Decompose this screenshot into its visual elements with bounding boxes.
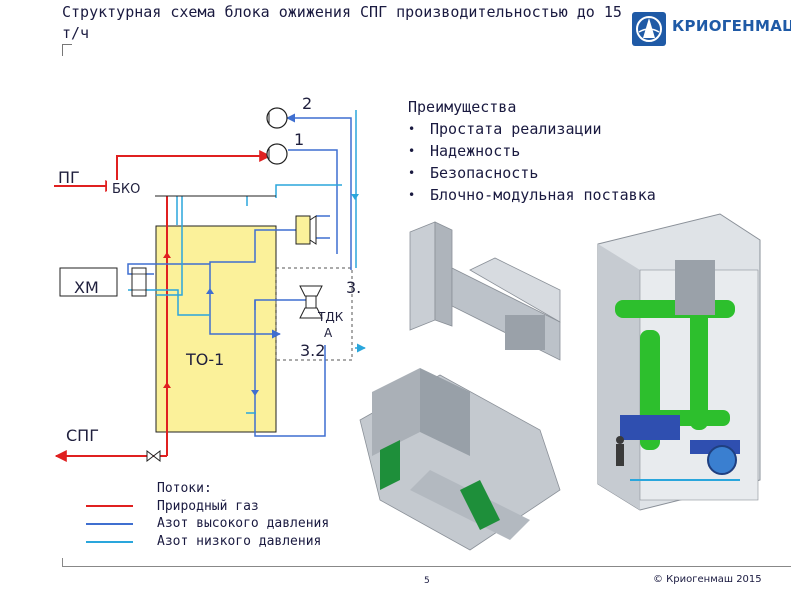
copyright: © Криогенмаш 2015 [653, 574, 762, 585]
legend-item-n2-low: Азот низкого давления [157, 533, 322, 549]
page-number: 5 [424, 576, 430, 586]
turbine-expander-3-icon [295, 215, 317, 245]
flow-arrow-markers [163, 194, 359, 396]
compressor-1-icon [266, 143, 288, 165]
turbine-32-label: 3.2 [300, 341, 326, 360]
tdk-label: ТДК [318, 310, 344, 324]
illustration-coldbox [409, 221, 561, 361]
advantages-block: Преимущества Простата реализации Надежно… [408, 96, 656, 206]
tdk-turbine-icon [299, 285, 323, 319]
logo-emblem-icon [632, 12, 666, 46]
nitrogen-high-pressure-lines [127, 113, 352, 437]
turbine-3-label: 3. [346, 278, 362, 297]
legend-item-natural-gas: Природный газ [157, 498, 259, 514]
title-rule-horizontal [62, 44, 72, 45]
bko-label-bg [107, 180, 157, 198]
footer-rule-vertical [62, 558, 63, 566]
logo-text: КРИОГЕНМАШ [672, 17, 791, 35]
to1-label: ТО-1 [186, 350, 225, 369]
footer-rule [62, 566, 791, 567]
compressor-1-label: 1 [294, 130, 305, 149]
legend-item-n2-high: Азот высокого давления [157, 516, 330, 531]
legend-title: Потоки: [157, 481, 212, 496]
illustration-plant [359, 368, 561, 551]
advantage-item: Надежность [408, 140, 656, 162]
advantage-item: Блочно-модульная поставка [408, 184, 656, 206]
turbine-expander-block [275, 267, 353, 361]
compressor-2-label: 2 [302, 94, 313, 113]
legend-lines [86, 505, 133, 543]
refrigeration-machine-hm [59, 267, 118, 297]
bko-label: БКО [112, 182, 141, 197]
hm-connector-icon [131, 267, 147, 297]
compressor-2-icon [266, 107, 288, 129]
nitrogen-low-pressure-lines [128, 110, 366, 414]
advantages-title: Преимущества [408, 98, 517, 116]
lng-outlet-label: СПГ [66, 426, 99, 445]
advantages-list: Простата реализации Надежность Безопасно… [408, 118, 656, 206]
illustration-module [597, 213, 761, 511]
valve-icon [146, 449, 161, 463]
heat-exchanger-to1 [155, 225, 277, 433]
tdk-a-label: А [324, 326, 333, 340]
legend: Потоки: Природный газ Азот высокого давл… [157, 480, 329, 550]
advantage-item: Простата реализации [408, 118, 656, 140]
hm-label: ХМ [74, 278, 99, 297]
natural-gas-inlet-label: ПГ [58, 168, 80, 187]
title-rule-vertical [62, 44, 63, 56]
page-title: Структурная схема блока ожижения СПГ про… [62, 3, 622, 42]
advantage-item: Безопасность [408, 162, 656, 184]
